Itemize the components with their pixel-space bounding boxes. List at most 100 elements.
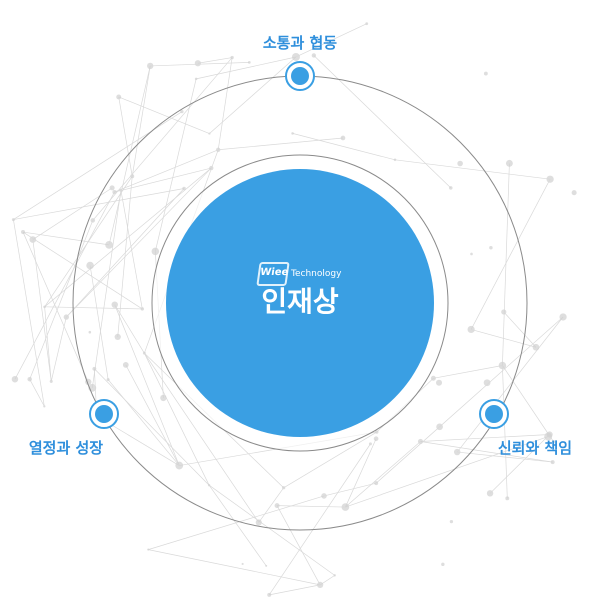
- network-node: [436, 379, 443, 386]
- network-line: [29, 220, 94, 380]
- network-line: [125, 364, 180, 466]
- network-line: [489, 434, 550, 494]
- network-node: [449, 186, 453, 190]
- network-node: [550, 460, 555, 465]
- network-node: [255, 519, 262, 526]
- value-label-communication: 소통과 협동: [262, 34, 338, 52]
- network-line: [420, 434, 550, 442]
- network-line: [108, 65, 151, 245]
- network-node: [291, 132, 294, 135]
- network-line: [66, 167, 212, 318]
- network-line: [502, 163, 510, 366]
- network-node: [430, 375, 436, 381]
- network-line: [502, 365, 508, 499]
- network-node: [11, 375, 19, 383]
- company-logo: Wiee Technology: [256, 262, 342, 286]
- network-line: [375, 426, 440, 484]
- network-node: [449, 519, 454, 524]
- network-line: [44, 306, 52, 382]
- network-line: [91, 190, 122, 388]
- network-node: [441, 562, 445, 567]
- network-line: [114, 304, 145, 354]
- network-line: [44, 167, 212, 308]
- network-line: [150, 62, 250, 67]
- network-line: [44, 306, 143, 310]
- network-line: [208, 484, 335, 576]
- network-line: [144, 353, 210, 486]
- network-line: [120, 190, 143, 309]
- network-line: [114, 149, 219, 193]
- network-line: [118, 96, 210, 134]
- network-line: [277, 505, 346, 508]
- network-line: [345, 441, 421, 508]
- network-node: [88, 330, 92, 334]
- network-node: [559, 313, 567, 321]
- network-node: [160, 394, 167, 402]
- network-node: [207, 484, 211, 487]
- network-line: [470, 179, 551, 330]
- network-line: [457, 451, 553, 463]
- network-node: [483, 71, 488, 76]
- value-dot-top[interactable]: [285, 61, 315, 91]
- network-line: [217, 57, 233, 150]
- network-line: [114, 167, 212, 193]
- network-node: [333, 574, 336, 577]
- network-line: [295, 23, 367, 58]
- network-line: [107, 379, 180, 466]
- network-node: [43, 305, 46, 309]
- network-node: [470, 252, 473, 256]
- network-node: [374, 481, 379, 486]
- network-line: [503, 311, 537, 348]
- network-line: [471, 329, 537, 348]
- network-node: [373, 436, 379, 442]
- network-line: [323, 482, 377, 497]
- network-node: [457, 160, 463, 167]
- network-line: [89, 265, 109, 380]
- network-line: [144, 352, 260, 523]
- value-dot-right[interactable]: [479, 399, 509, 429]
- network-node: [311, 53, 317, 58]
- network-line: [208, 485, 267, 567]
- network-line: [13, 219, 45, 407]
- network-node: [552, 440, 555, 444]
- network-node: [375, 430, 379, 434]
- network-line: [345, 438, 377, 508]
- network-line: [29, 379, 45, 407]
- network-line: [14, 191, 115, 380]
- network-line: [32, 187, 113, 240]
- network-line: [345, 436, 549, 508]
- network-line: [292, 133, 396, 161]
- network-node: [147, 548, 150, 551]
- value-dot-left[interactable]: [89, 399, 119, 429]
- network-line: [148, 495, 325, 550]
- network-line: [50, 317, 67, 382]
- network-line: [439, 316, 564, 428]
- network-line: [117, 176, 133, 337]
- network-node: [194, 77, 198, 81]
- network-line: [394, 159, 551, 180]
- logo-text: Technology: [291, 269, 342, 279]
- network-node: [267, 592, 272, 597]
- network-line: [22, 231, 143, 310]
- network-line: [197, 57, 233, 64]
- network-node: [274, 503, 280, 509]
- network-line: [283, 431, 377, 489]
- network-node: [241, 562, 244, 566]
- network-node: [180, 110, 184, 114]
- network-node: [27, 376, 32, 382]
- value-label-trust: 신뢰와 책임: [497, 439, 573, 457]
- network-node: [194, 60, 201, 67]
- network-node: [21, 230, 26, 235]
- value-label-passion: 열정과 성장: [28, 439, 104, 457]
- network-line: [131, 65, 151, 177]
- network-line: [32, 239, 52, 382]
- network-line: [258, 487, 284, 523]
- network-line: [22, 231, 110, 246]
- network-node: [182, 186, 186, 191]
- network-node: [393, 158, 397, 162]
- network-node: [116, 94, 122, 100]
- network-node: [505, 496, 510, 501]
